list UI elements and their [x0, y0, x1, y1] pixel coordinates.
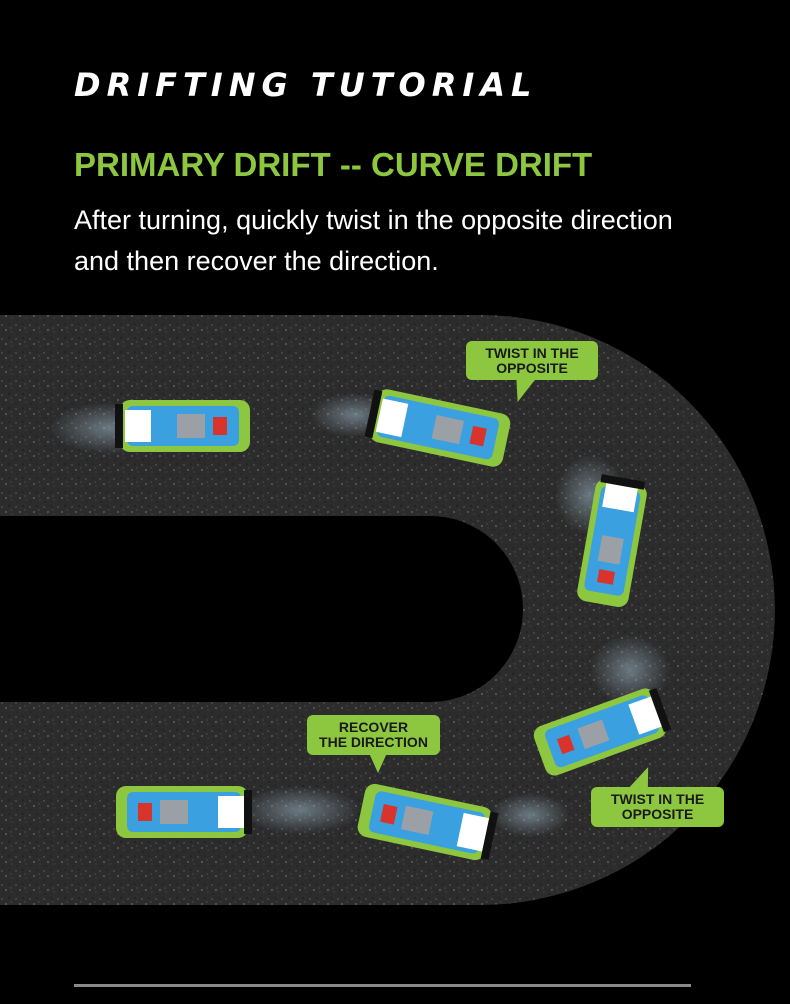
callout-recover-direction: RECOVER THE DIRECTION [307, 715, 440, 773]
callout-line: OPPOSITE [621, 806, 694, 822]
page-title: DRIFTING TUTORIAL [74, 66, 538, 104]
callout-twist-opposite-2: TWIST IN THE OPPOSITE [591, 787, 724, 827]
description-text: After turning, quickly twist in the oppo… [74, 205, 673, 276]
callout-line: TWIST IN THE [610, 791, 705, 807]
rc-car-3 [577, 474, 647, 607]
section-subtitle: PRIMARY DRIFT -- CURVE DRIFT [74, 146, 593, 183]
rc-car-6 [116, 786, 252, 838]
bottom-divider [74, 984, 691, 987]
rc-car-4 [533, 688, 672, 776]
callout-line: RECOVER [338, 719, 409, 735]
callout-line: THE DIRECTION [319, 734, 428, 750]
rc-car-5 [357, 783, 499, 861]
callout-line: TWIST IN THE [485, 344, 579, 361]
callout-line: OPPOSITE [496, 359, 568, 376]
rc-car-2 [364, 389, 511, 467]
callout-twist-opposite-1: TWIST IN THE OPPOSITE [466, 341, 598, 380]
rc-car-1 [115, 400, 250, 452]
